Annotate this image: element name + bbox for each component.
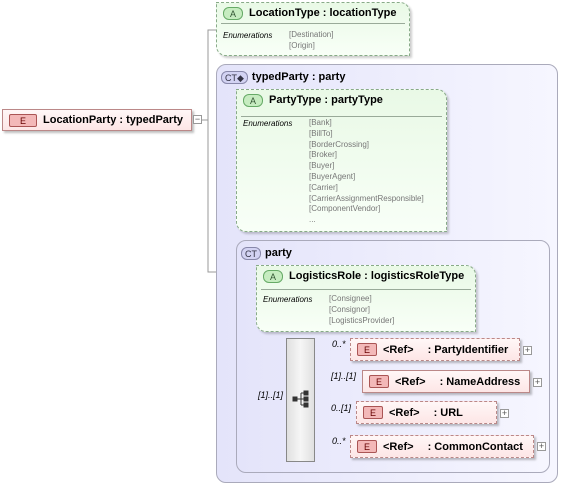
enumeration-value: [Origin] [289, 40, 315, 50]
enumeration-value: [CarrierAssignmentResponsible] [309, 193, 424, 203]
complex-type-badge: CT◆ [221, 70, 248, 84]
enumeration-value: [Consignor] [329, 304, 370, 314]
root-expander-icon[interactable]: − [193, 114, 202, 124]
child-cardinality: 0..[1] [331, 403, 352, 413]
child-element-label: : NameAddress [439, 375, 521, 388]
expand-name-address-icon[interactable]: + [533, 377, 542, 387]
attribute-label: LogisticsRole : logisticsRoleType [289, 270, 465, 282]
enumeration-value: [BillTo] [309, 128, 333, 138]
attribute-divider [241, 116, 442, 117]
ref-label: <Ref> [389, 406, 420, 419]
enumeration-value: [ComponentVendor] [309, 204, 381, 214]
enumerations-label: Enumerations [223, 31, 273, 40]
child-element-url[interactable]: E <Ref> : URL [356, 401, 497, 424]
child-element-common-contact[interactable]: E <Ref> : CommonContact [350, 435, 534, 458]
expand-url-icon[interactable]: + [500, 408, 509, 418]
expand-party-identifier-icon[interactable]: + [523, 345, 532, 355]
child-element-label: : PartyIdentifier [427, 343, 509, 356]
attribute-location-type[interactable]: A LocationType : locationType Enumeratio… [216, 2, 410, 56]
attribute-badge: A [223, 6, 243, 20]
element-badge: E [357, 440, 377, 453]
complex-type-label: party [265, 247, 292, 259]
element-badge: E [9, 113, 37, 127]
child-element-label: : CommonContact [427, 440, 523, 453]
enumeration-list: [Destination] [Origin] [289, 30, 333, 52]
sequence-icon [292, 390, 309, 408]
child-cardinality: [1]..[1] [331, 371, 357, 381]
enumeration-value: [LogisticsProvider] [329, 315, 395, 325]
child-cardinality: 0..* [332, 436, 346, 446]
enumeration-value: [BuyerAgent] [309, 171, 356, 181]
complex-type-badge: CT [241, 246, 261, 260]
enumeration-list: [Consignee] [Consignor] [LogisticsProvid… [329, 294, 394, 326]
enumeration-list: [Bank] [BillTo] [BorderCrossing] [Broker… [309, 118, 424, 226]
enumeration-value: [Destination] [289, 30, 334, 39]
attribute-logistics-role[interactable]: A LogisticsRole : logisticsRoleType Enum… [256, 265, 476, 332]
enumerations-label: Enumerations [263, 295, 313, 304]
complex-type-label: typedParty : party [251, 71, 346, 83]
enumeration-value: [Broker] [309, 150, 338, 160]
enumeration-value: ... [309, 215, 316, 225]
enumeration-value: [Bank] [309, 118, 332, 127]
attribute-party-type[interactable]: A PartyType : partyType Enumerations [Ba… [236, 89, 447, 232]
enumeration-value: [Carrier] [309, 182, 338, 192]
enumeration-value: [Buyer] [309, 161, 335, 171]
ref-label: <Ref> [383, 343, 414, 356]
sequence-compositor[interactable] [286, 338, 315, 462]
element-badge: E [357, 343, 377, 356]
expand-common-contact-icon[interactable]: + [537, 441, 546, 451]
enumerations-label: Enumerations [243, 119, 293, 128]
child-element-party-identifier[interactable]: E <Ref> : PartyIdentifier [350, 338, 520, 361]
root-element-label: LocationParty : typedParty [43, 114, 183, 126]
root-element-location-party[interactable]: E LocationParty : typedParty [2, 109, 192, 131]
ref-label: <Ref> [383, 440, 414, 453]
ref-label: <Ref> [395, 375, 426, 388]
sequence-cardinality: [1]..[1] [258, 390, 284, 400]
child-cardinality: 0..* [332, 339, 346, 349]
enumeration-value: [Consignee] [329, 294, 372, 303]
element-badge: E [363, 406, 383, 419]
attribute-badge: A [263, 269, 283, 283]
attribute-divider [261, 289, 471, 290]
element-badge: E [369, 375, 389, 388]
attribute-divider [221, 23, 405, 24]
child-element-label: : URL [433, 406, 463, 419]
attribute-label: PartyType : partyType [269, 94, 383, 106]
attribute-badge: A [243, 93, 263, 107]
enumeration-value: [BorderCrossing] [309, 139, 370, 149]
child-element-name-address[interactable]: E <Ref> : NameAddress [362, 370, 530, 393]
attribute-label: LocationType : locationType [249, 7, 397, 19]
